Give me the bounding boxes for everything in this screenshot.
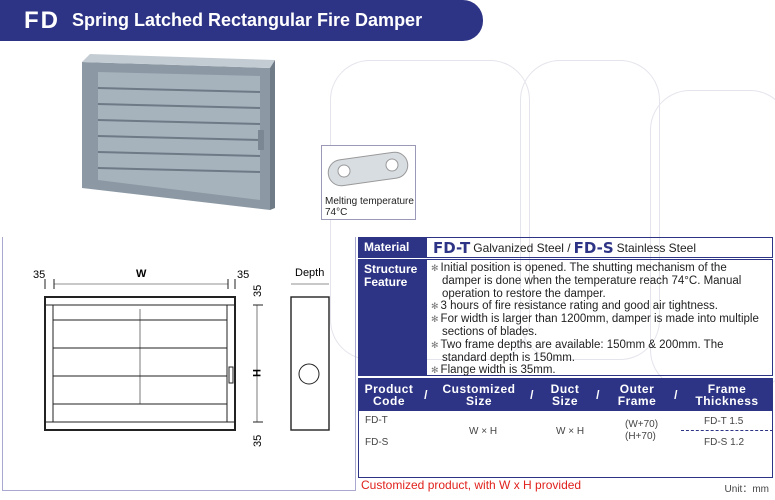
material-label: Material xyxy=(359,238,427,257)
feature-item: Initial position is opened. The shutting… xyxy=(431,262,768,300)
feature-item: 3 hours of fire resistance rating and go… xyxy=(431,300,768,313)
feature-label: Feature xyxy=(364,275,408,289)
page-title: Spring Latched Rectangular Fire Damper xyxy=(72,10,423,30)
damper-photo xyxy=(82,54,275,210)
feature-list: Initial position is opened. The shutting… xyxy=(427,260,772,377)
header-size: Size xyxy=(465,394,492,408)
width-label: W xyxy=(136,268,147,280)
unit-label: Unit：mm xyxy=(724,484,769,495)
customized-size: W × H xyxy=(469,426,498,437)
header-duct-size: Size xyxy=(551,394,578,408)
feature-item: Two frame depths are available: 150mm & … xyxy=(431,339,768,365)
header-outer: Outer xyxy=(619,382,655,396)
thickness-divider xyxy=(681,430,773,431)
dimension-drawing-panel: 35 W 35 Depth 35 H 35 xyxy=(2,237,356,491)
title-banner: FD Spring Latched Rectangular Fire Dampe… xyxy=(0,0,483,41)
dimension-drawing: 35 W 35 Depth 35 H 35 xyxy=(33,267,330,447)
header-code: Code xyxy=(373,394,405,408)
height-label: H xyxy=(250,369,262,377)
material-code-t: FD-T xyxy=(433,238,471,257)
flange-top-label: 35 xyxy=(252,285,264,297)
depth-label: Depth xyxy=(295,267,324,279)
header-separator: / xyxy=(424,388,428,402)
header-frame: Frame xyxy=(617,394,657,408)
feature-item: Flange width is 35mm. xyxy=(431,364,768,377)
header-separator: / xyxy=(530,388,534,402)
header-thickness: Thickness xyxy=(695,394,759,408)
melting-temp-value: 74°C xyxy=(325,207,348,218)
feature-item: For width is larger than 1200mm, damper … xyxy=(431,313,768,339)
header-separator: / xyxy=(596,388,600,402)
material-desc-s: Stainless Steel xyxy=(616,240,697,255)
header-duct: Duct xyxy=(550,382,580,396)
material-row: Material FD-T Galvanized Steel / FD-S St… xyxy=(358,237,773,258)
structure-label: Structure xyxy=(364,262,418,276)
material-code-s: FD-S xyxy=(573,238,614,257)
code-fd-s: FD-S xyxy=(365,437,389,448)
duct-size: W × H xyxy=(556,426,585,437)
product-code: FD xyxy=(24,6,60,34)
material-desc-t: Galvanized Steel / xyxy=(473,240,571,255)
fusible-link-inset: Melting temperature 74°C xyxy=(321,145,416,220)
flange-bottom-label: 35 xyxy=(252,435,264,447)
melting-temp-label: Melting temperature xyxy=(325,196,414,207)
outer-frame-h: (H+70) xyxy=(625,431,656,442)
fusible-link-icon xyxy=(327,151,409,187)
header-frame2: Frame xyxy=(707,382,747,396)
flange-right-label: 35 xyxy=(237,269,249,281)
thickness-fd-t: FD-T 1.5 xyxy=(704,416,744,427)
header-separator: / xyxy=(674,388,678,402)
header-customized: Customized xyxy=(442,382,516,396)
thickness-fd-s: FD-S 1.2 xyxy=(704,437,745,448)
flange-left-label: 35 xyxy=(33,269,45,281)
code-fd-t: FD-T xyxy=(365,415,388,426)
header-product: Product xyxy=(364,382,414,396)
customization-note: Customized product, with W x H provided xyxy=(361,478,582,492)
outer-frame-w: (W+70) xyxy=(625,419,659,430)
